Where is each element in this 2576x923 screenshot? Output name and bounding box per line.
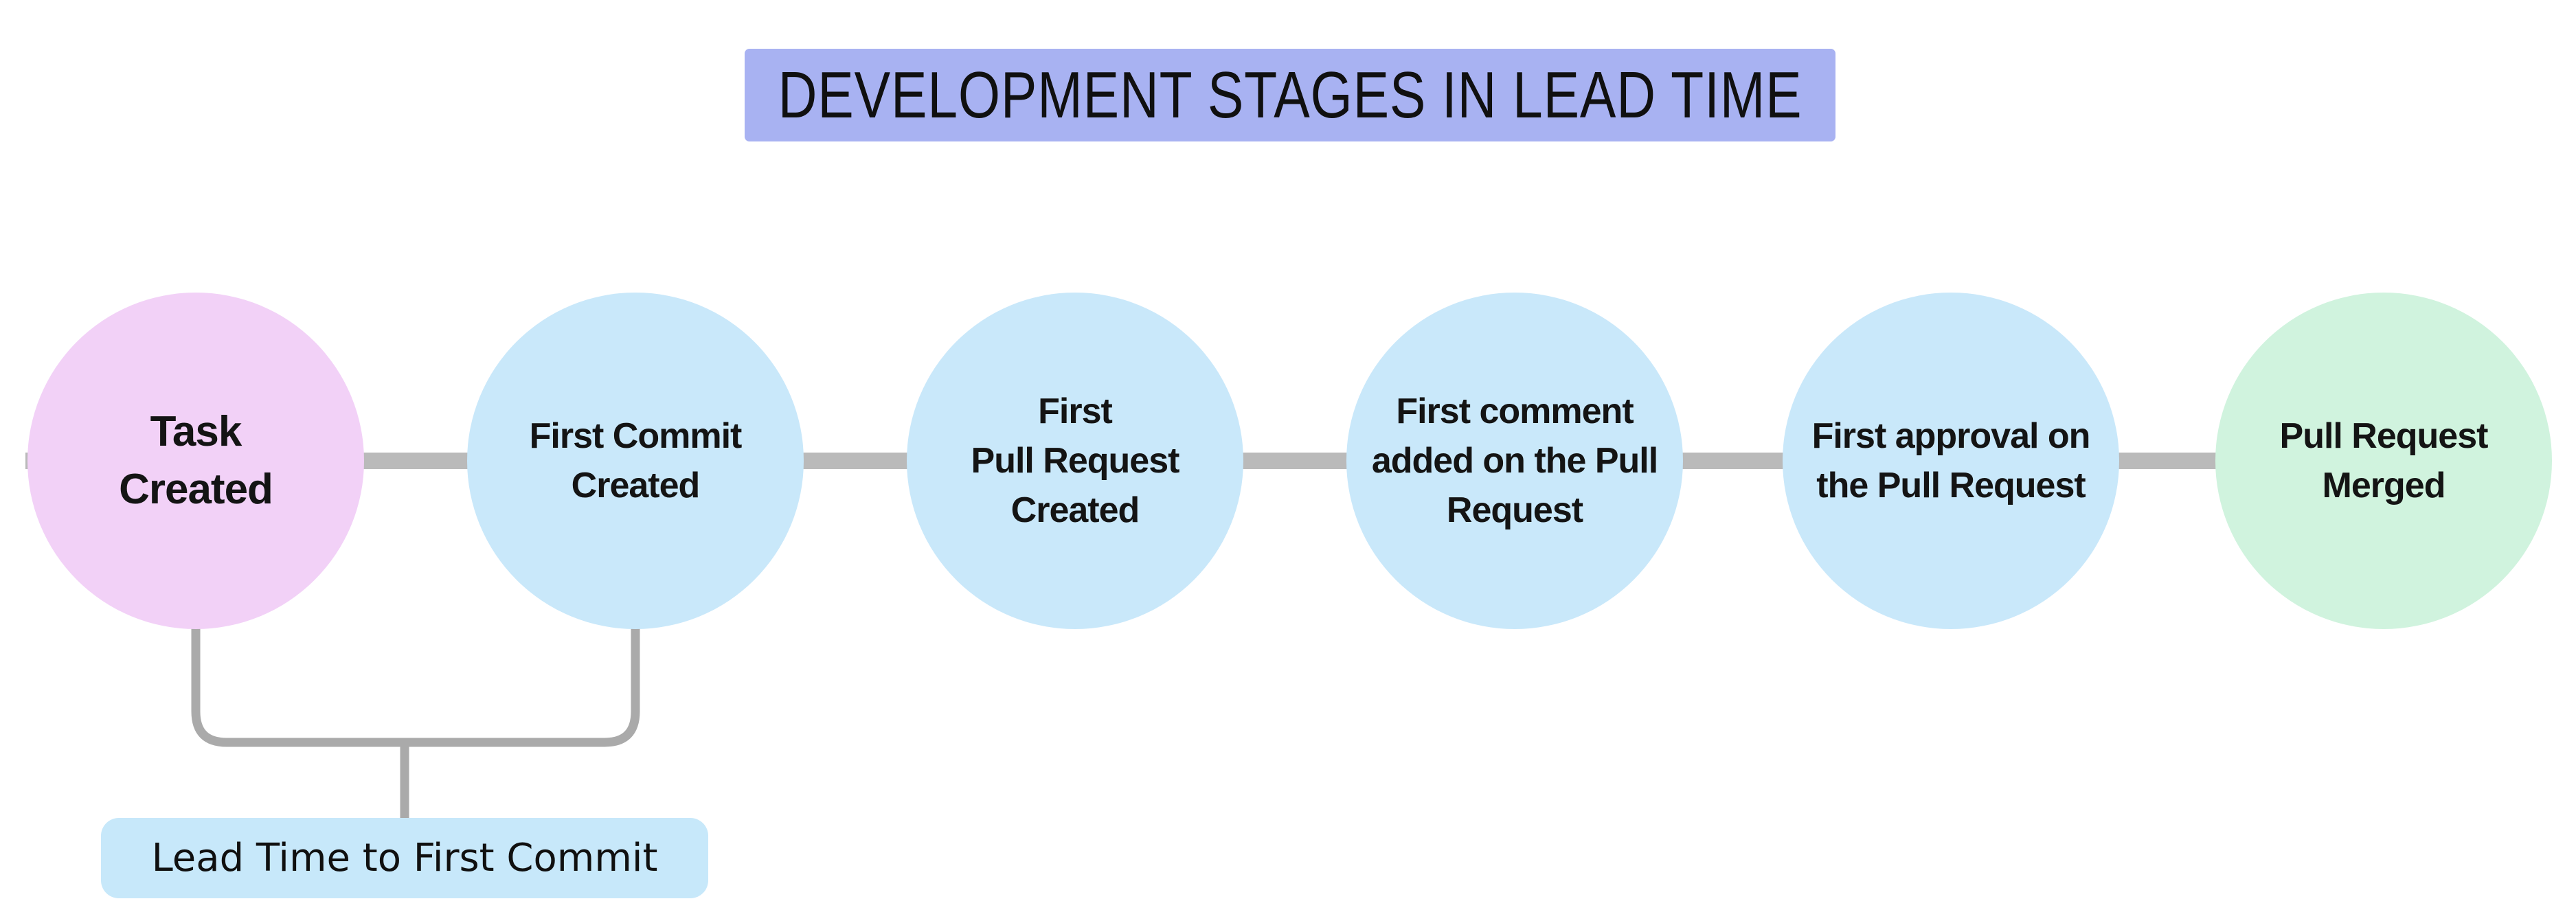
stage-label-line: Pull Request xyxy=(2279,416,2489,456)
stage-label-line: First approval on xyxy=(1811,416,2091,456)
lead-time-bracket xyxy=(191,626,640,747)
lead-time-label-box: Lead Time to First Commit xyxy=(101,818,708,898)
stage-label-line: Created xyxy=(571,466,701,505)
stage-label-line: Created xyxy=(119,466,273,513)
stage-label-line: First comment xyxy=(1396,391,1634,431)
stage-label-line: Task xyxy=(150,408,242,455)
stage-label-line: the Pull Request xyxy=(1816,466,2086,505)
diagram-title: DEVELOPMENT STAGES IN LEAD TIME xyxy=(778,58,1803,132)
title-banner: DEVELOPMENT STAGES IN LEAD TIME xyxy=(745,49,1835,141)
stage-circle-first-approval: First approval on the Pull Request xyxy=(1783,293,2119,629)
stage-label-line: Pull Request xyxy=(971,441,1180,481)
stage-label-line: Merged xyxy=(2322,466,2446,505)
lead-time-label: Lead Time to First Commit xyxy=(151,836,658,880)
stage-label-line: Request xyxy=(1446,490,1583,530)
stage-label-line: added on the Pull xyxy=(1371,441,1658,481)
stage-label-line: First Commit xyxy=(529,416,743,456)
stage-label-line: Created xyxy=(1010,490,1140,530)
stage-label-line: First xyxy=(1038,391,1113,431)
